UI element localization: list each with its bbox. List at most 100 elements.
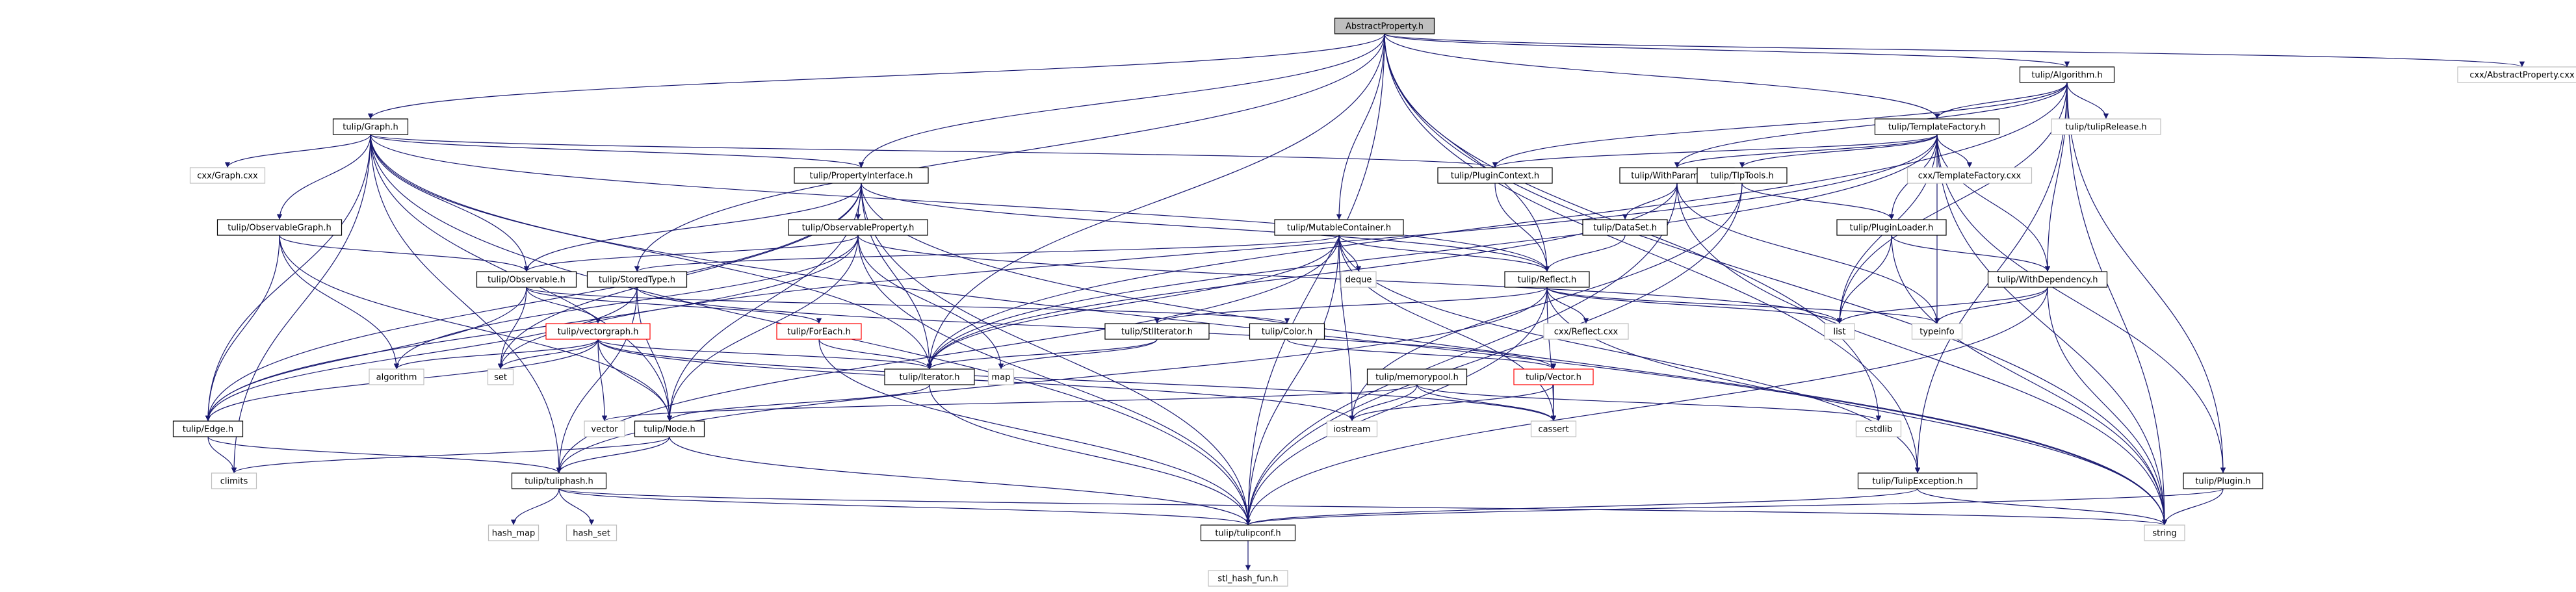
edge-og-to-node [279,235,673,422]
node-foreach[interactable]: tulip/ForEach.h [776,323,862,340]
node-box [172,420,244,437]
node-reflectcxx[interactable]: cxx/Reflect.cxx [1543,323,1629,340]
node-cxxap[interactable]: cxx/AbstractProperty.cxx [2457,66,2576,83]
node-conf[interactable]: tulip/tulipconf.h [1200,524,1296,541]
edge-algo-to-wd [2044,82,2068,272]
edge-graph-to-iter [370,134,933,370]
node-og[interactable]: tulip/ObservableGraph.h [216,219,343,236]
edge-wd-to-string [2047,287,2168,526]
node-hash[interactable]: tulip/tuliphash.h [511,472,607,489]
edge-vg-to-vec [597,339,608,422]
node-color[interactable]: tulip/Color.h [1249,323,1325,340]
node-graph[interactable]: tulip/Graph.h [332,118,409,135]
node-plugin[interactable]: tulip/Plugin.h [2183,472,2263,489]
node-ap[interactable]: AbstractProperty.h [1334,18,1435,34]
node-map[interactable]: map [987,368,1015,385]
node-box [1200,524,1296,541]
node-tfcxx[interactable]: cxx/TemplateFactory.cxx [1906,167,2033,184]
node-climits[interactable]: climits [211,472,257,489]
node-stlit[interactable]: tulip/StlIterator.h [1104,323,1210,340]
node-cstdlib[interactable]: cstdlib [1855,420,1902,437]
node-set[interactable]: set [487,368,514,385]
edge-obs-to-color [526,287,1290,324]
node-algo[interactable]: tulip/Algorithm.h [2019,66,2115,83]
node-release[interactable]: tulip/tulipRelease.h [2051,118,2161,135]
edge-pl-to-wd [1891,235,2051,272]
node-label: cxx/Graph.cxx [197,172,258,181]
node-label: tulip/PropertyInterface.h [810,172,913,181]
node-box [2144,524,2185,541]
node-vg[interactable]: tulip/vectorgraph.h [545,323,651,340]
node-algorithm[interactable]: algorithm [369,368,424,385]
node-box [1874,118,2000,135]
node-iter[interactable]: tulip/Iterator.h [884,368,975,385]
node-reflect[interactable]: tulip/Reflect.h [1504,271,1590,288]
node-pc[interactable]: tulip/PluginContext.h [1437,167,1553,184]
node-box [2051,118,2161,135]
node-graphcxx[interactable]: cxx/Graph.cxx [189,167,266,184]
node-st[interactable]: tulip/StoredType.h [586,271,688,288]
node-label: hash_map [492,529,536,539]
node-box [476,271,577,288]
node-box [1697,167,1788,184]
node-edge[interactable]: tulip/Edge.h [172,420,244,437]
edge-algo-to-pc [1492,82,2068,168]
edge-ap-to-exc [1384,33,1921,474]
node-vec[interactable]: vector [584,420,625,437]
node-hashset[interactable]: hash_set [566,524,618,541]
node-exc[interactable]: tulip/TulipException.h [1857,472,1978,489]
edge-foreach-to-iter [818,339,933,370]
node-cassert[interactable]: cassert [1530,420,1577,437]
edge-mp-to-cstdlib [1416,384,1881,422]
node-box [1911,323,1963,340]
edge-foreach-to-conf [818,339,1251,526]
node-box [788,219,928,236]
edge-node-to-hash [556,436,670,474]
node-ds[interactable]: tulip/DataSet.h [1582,219,1668,236]
node-list[interactable]: list [1824,323,1855,340]
edge-tf-to-pc [1492,134,1938,168]
node-mc[interactable]: tulip/MutableContainer.h [1274,219,1404,236]
node-iostream[interactable]: iostream [1326,420,1378,437]
edge-op-to-obs [523,235,859,272]
edge-tf-to-string [1936,134,2168,526]
edge-obs-to-edge [205,287,527,422]
node-string[interactable]: string [2144,524,2185,541]
edge-ap-to-pi [858,33,1385,168]
node-deque[interactable]: deque [1340,271,1377,288]
edge-graph-to-graphcxx [224,134,371,168]
edge-pl-to-string [1891,235,2168,526]
edge-plugin-to-string [2161,488,2224,526]
node-tf[interactable]: tulip/TemplateFactory.h [1874,118,2000,135]
node-label: AbstractProperty.h [1346,22,1424,32]
node-obs[interactable]: tulip/Observable.h [476,271,577,288]
edge-graph-to-climits [231,134,371,474]
node-mp[interactable]: tulip/memorypool.h [1366,368,1468,385]
edge-wd-to-conf [1245,287,2048,526]
node-typeinfo[interactable]: typeinfo [1911,323,1963,340]
node-vector[interactable]: tulip/Vector.h [1513,368,1594,385]
node-hashmap[interactable]: hash_map [488,524,540,541]
edge-iter-to-conf [929,384,1251,526]
edge-graph-to-reflect [370,134,1550,272]
node-tlptools[interactable]: tulip/TlpTools.h [1697,167,1788,184]
edge-pi-to-obs [523,183,862,272]
edge-obs-to-foreach [526,287,822,324]
node-wd[interactable]: tulip/WithDependency.h [1987,271,2108,288]
node-box [1208,570,1288,587]
node-box [2183,472,2263,489]
node-label: tulip/TulipException.h [1872,477,1962,487]
node-pi[interactable]: tulip/PropertyInterface.h [794,167,929,184]
edge-vg-to-cassert [597,339,1557,422]
edge-tf-to-iter [926,134,1938,370]
edge-mc-to-cassert [1338,235,1557,422]
node-label: iostream [1333,425,1370,435]
node-stlhash[interactable]: stl_hash_fun.h [1208,570,1288,587]
edge-vg-to-iostream [597,339,1355,422]
node-node[interactable]: tulip/Node.h [634,420,705,437]
node-pl[interactable]: tulip/PluginLoader.h [1836,219,1947,236]
edge-stlit-to-map [998,339,1158,370]
node-op[interactable]: tulip/ObservableProperty.h [788,219,928,236]
edge-hash-to-string [558,488,2167,526]
edge-graph-to-hash [370,134,562,474]
